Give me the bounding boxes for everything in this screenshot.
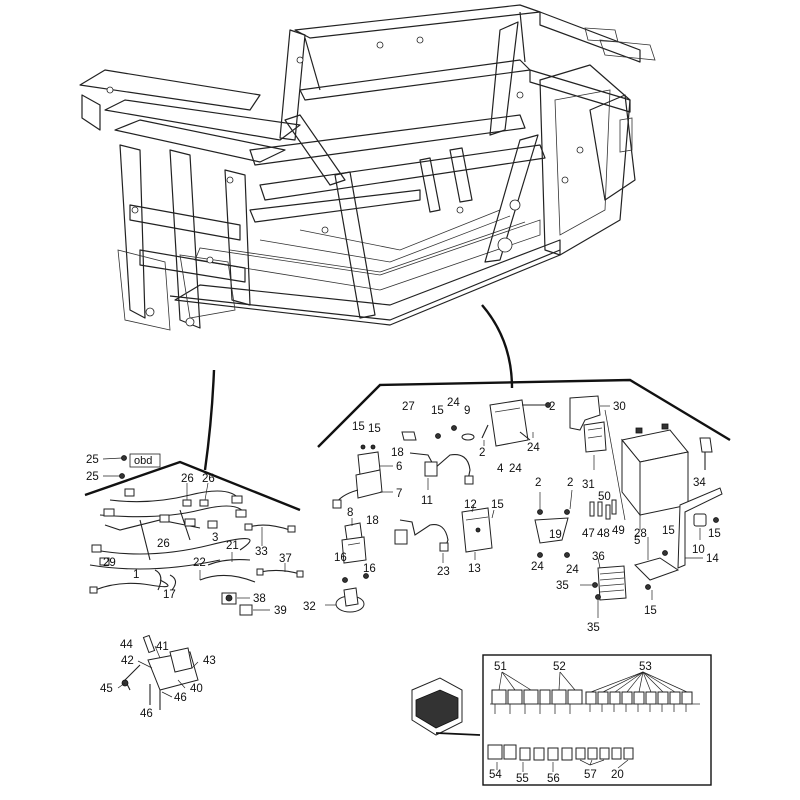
- callout-16: 16: [363, 563, 376, 575]
- callout-24: 24: [527, 442, 540, 454]
- callout-35: 35: [587, 622, 600, 634]
- callout-46: 46: [174, 692, 187, 704]
- callout-28: 28: [634, 528, 647, 540]
- callout-2: 2: [479, 447, 485, 459]
- callout-50: 50: [598, 491, 611, 503]
- callout-7: 7: [396, 488, 402, 500]
- callout-53: 53: [639, 661, 652, 673]
- callout-47: 47: [582, 528, 595, 540]
- callout-56: 56: [547, 773, 560, 785]
- callout-2: 2: [535, 477, 541, 489]
- callout-31: 31: [582, 479, 595, 491]
- callout-30: 30: [613, 401, 626, 413]
- callout-15: 15: [662, 525, 675, 537]
- electrical-group: [317, 378, 731, 618]
- callout-25: 25: [86, 471, 99, 483]
- callout-20: 20: [611, 769, 624, 781]
- callout-2: 2: [567, 477, 573, 489]
- callout-25: 25: [86, 454, 99, 466]
- callout-9: 9: [464, 405, 470, 417]
- callout-41: 41: [156, 641, 169, 653]
- callout-26: 26: [202, 473, 215, 485]
- callout-38: 38: [253, 593, 266, 605]
- callout-24: 24: [509, 463, 522, 475]
- sensor-bracket-group: [117, 634, 199, 710]
- callout-6: 6: [396, 461, 402, 473]
- callout-13: 13: [468, 563, 481, 575]
- callout-15: 15: [431, 405, 444, 417]
- callout-5: 5: [634, 535, 640, 547]
- callout-15: 15: [708, 528, 721, 540]
- callout-46: 46: [140, 708, 153, 720]
- callout-14: 14: [706, 553, 719, 565]
- callout-16: 16: [334, 552, 347, 564]
- callout-36: 36: [592, 551, 605, 563]
- callout-27: 27: [402, 401, 415, 413]
- callout-29: 29: [103, 557, 116, 569]
- callout-18: 18: [366, 515, 379, 527]
- callout-51: 51: [494, 661, 507, 673]
- callout-52: 52: [553, 661, 566, 673]
- vehicle-frame: [79, 4, 656, 389]
- callout-23: 23: [437, 566, 450, 578]
- callout-55: 55: [516, 773, 529, 785]
- callout-15: 15: [352, 421, 365, 433]
- callout-15: 15: [491, 499, 504, 511]
- callout-2: 2: [549, 401, 555, 413]
- callout-48: 48: [597, 528, 610, 540]
- callout-45: 45: [100, 683, 113, 695]
- callout-43: 43: [203, 655, 216, 667]
- callout-15: 15: [368, 423, 381, 435]
- callout-8: 8: [347, 507, 353, 519]
- callout-labels: 25 25 26 26 3 26 21 33 37 29 1 22 17 38 …: [86, 397, 721, 785]
- callout-37: 37: [279, 553, 292, 565]
- callout-12: 12: [464, 499, 477, 511]
- callout-4: 4: [497, 463, 504, 475]
- callout-42: 42: [121, 655, 134, 667]
- callout-26: 26: [181, 473, 194, 485]
- callout-3: 3: [212, 532, 218, 544]
- callout-24: 24: [447, 397, 460, 409]
- callout-15: 15: [644, 605, 657, 617]
- obd-label: obd: [134, 455, 152, 467]
- callout-35: 35: [556, 580, 569, 592]
- callout-57: 57: [584, 769, 597, 781]
- callout-34: 34: [693, 477, 706, 489]
- callout-44: 44: [120, 639, 133, 651]
- callout-26: 26: [157, 538, 170, 550]
- callout-18: 18: [391, 447, 404, 459]
- callout-33: 33: [255, 546, 268, 558]
- harness-group: obd: [84, 369, 304, 616]
- callout-24: 24: [566, 564, 579, 576]
- callout-17: 17: [163, 589, 176, 601]
- callout-21: 21: [226, 540, 239, 552]
- callout-54: 54: [489, 769, 502, 781]
- callout-32: 32: [303, 601, 316, 613]
- callout-49: 49: [612, 525, 625, 537]
- callout-1: 1: [133, 569, 139, 581]
- callout-11: 11: [421, 495, 433, 507]
- callout-19: 19: [549, 529, 562, 541]
- callout-40: 40: [190, 683, 203, 695]
- callout-24: 24: [531, 561, 544, 573]
- obd-tag: [129, 453, 161, 468]
- ecu-fuse-group: [411, 654, 712, 786]
- callout-22: 22: [193, 557, 206, 569]
- fuse-detail-box: [482, 654, 712, 786]
- callout-10: 10: [692, 544, 705, 556]
- callout-39: 39: [274, 605, 287, 617]
